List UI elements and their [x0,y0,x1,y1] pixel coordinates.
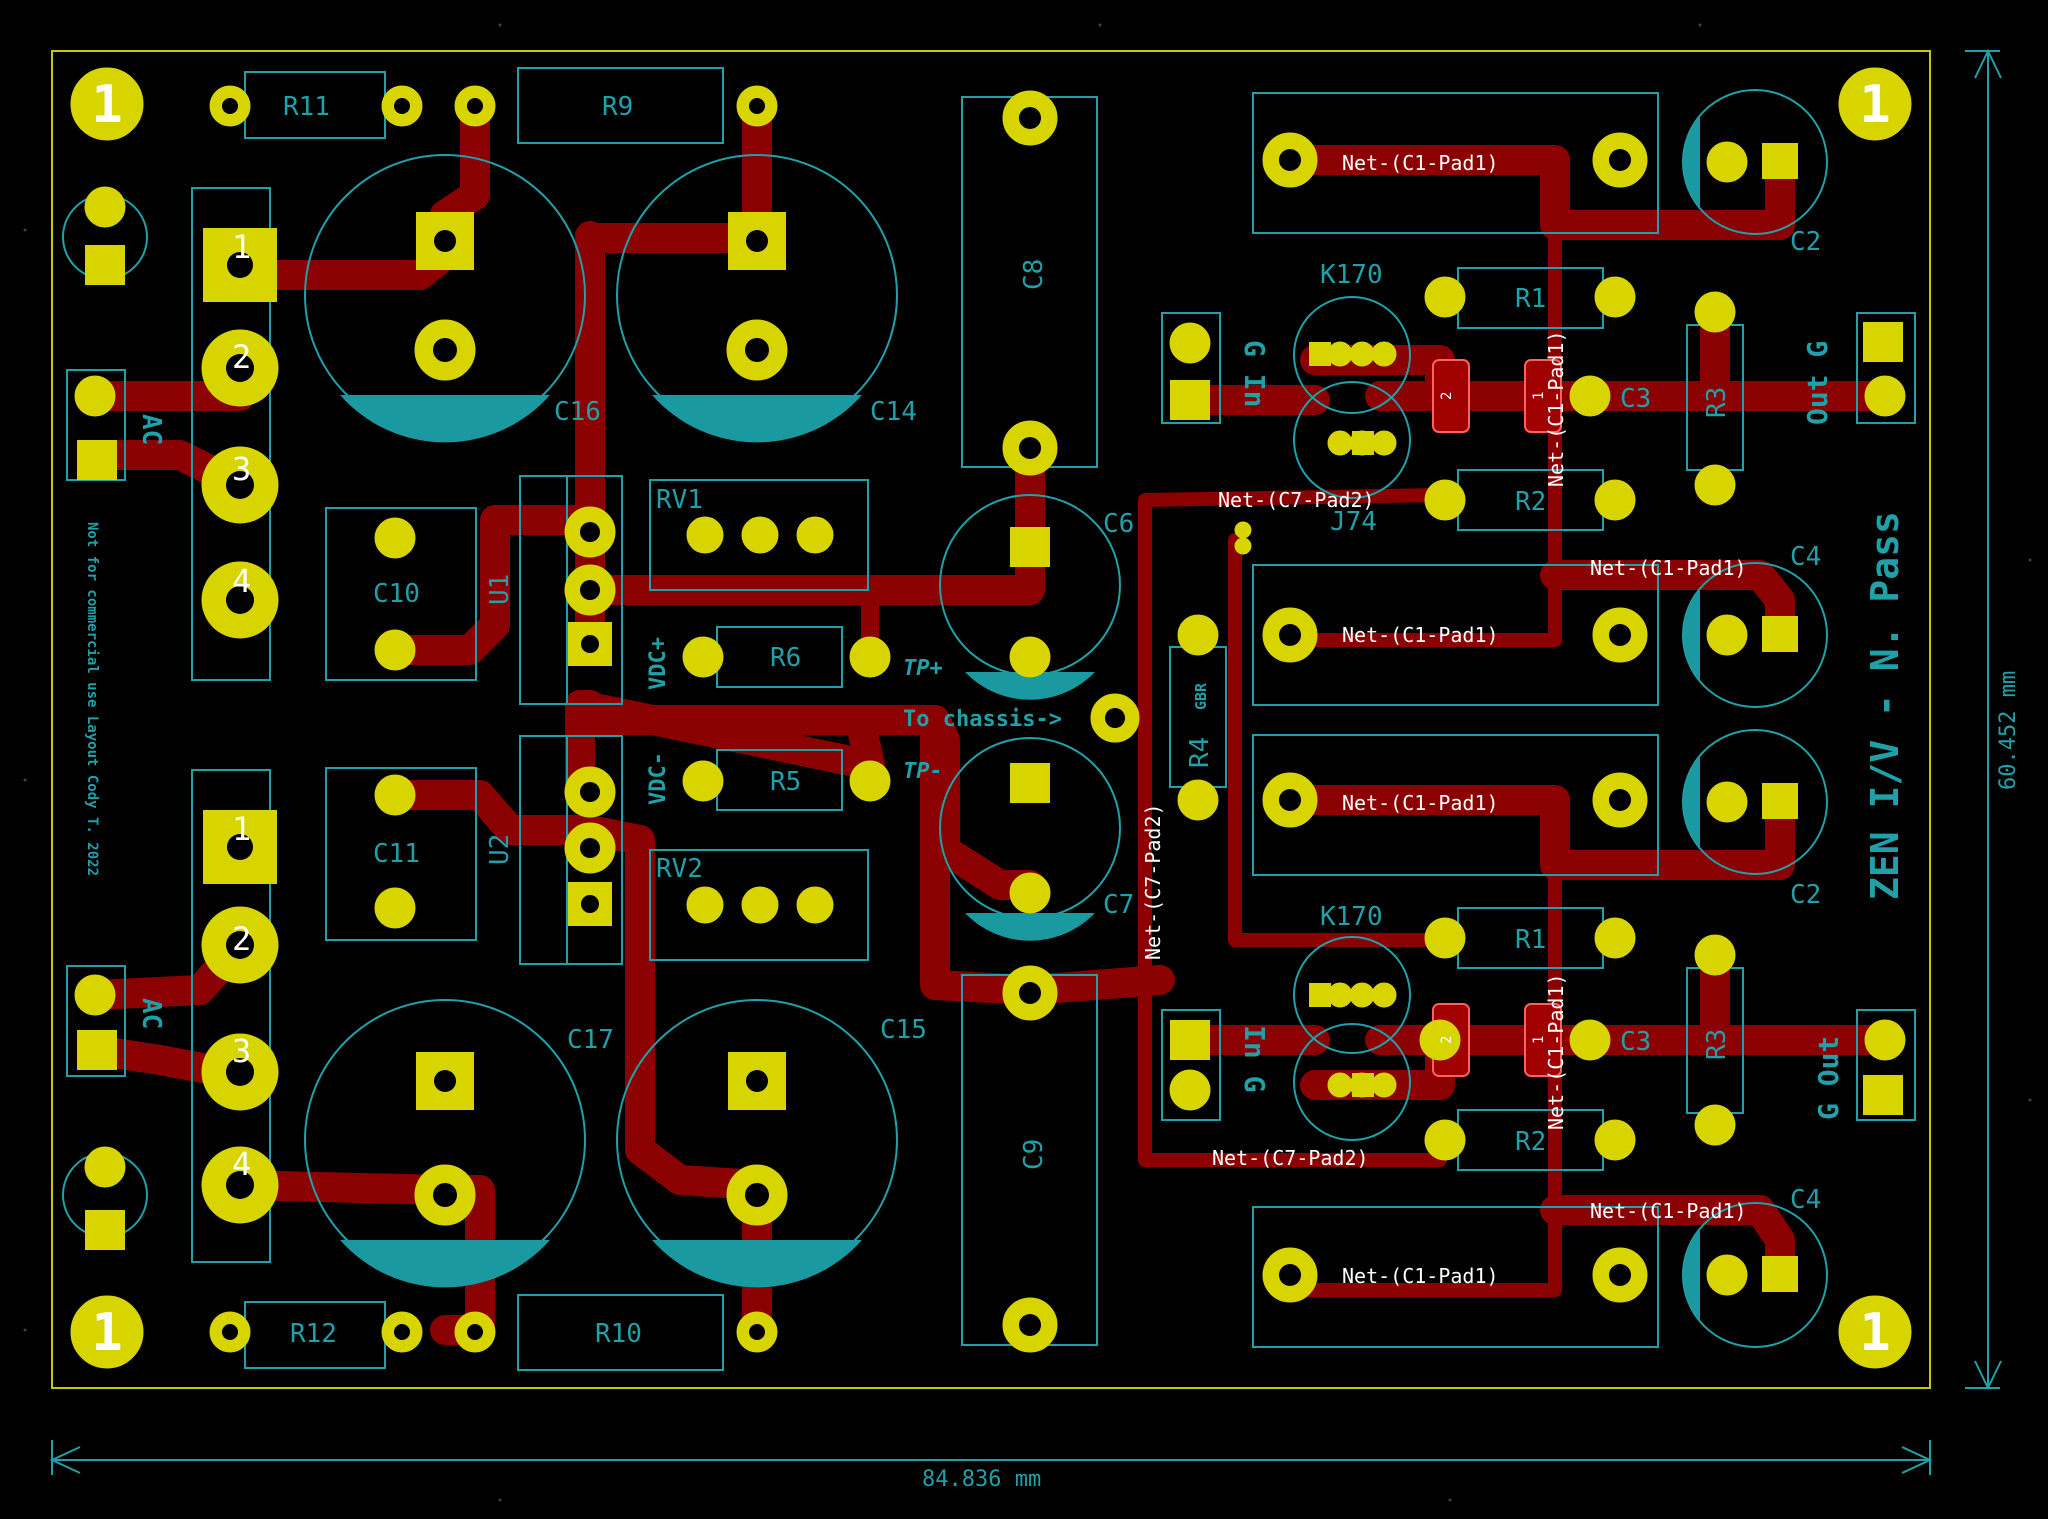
net-d1-bottom: Net-(C1-Pad1) [1544,973,1568,1130]
board-title: ZEN I/V - N. Pass [1863,511,1907,900]
label-c3-bottom: C3 [1620,1027,1651,1057]
mount-label-tr: 1 [1859,75,1890,135]
label-c4-bottom: C4 [1790,1185,1821,1215]
mount-labels: 1 1 1 1 [91,75,1890,1363]
label-r4: R4 [1185,737,1215,768]
label-r2-bottom: R2 [1515,1127,1546,1157]
label-c10: C10 [373,579,420,609]
net-c7-pad2-1: Net-(C7-Pad2) [1218,488,1375,512]
label-c14: C14 [870,397,917,427]
dim-width: 84.836 mm [922,1467,1041,1492]
label-c2-bottom: C2 [1790,880,1821,910]
mounting-holes [70,67,1912,1369]
label-r11: R11 [283,92,330,122]
label-tp-minus: TP- [903,759,943,784]
pin-1-bottom: 1 [232,810,251,848]
label-c6: C6 [1103,509,1134,539]
square-drills [227,230,768,1092]
component-labels: R11 R9 R12 R10 C16 C14 C17 C15 C8 C9 C10… [283,92,1821,1349]
label-r10: R10 [595,1319,642,1349]
label-to-chassis: To chassis-> [903,707,1062,732]
board-edge [51,50,1931,1389]
label-c15: C15 [880,1015,927,1045]
label-gbr: GBR [1192,682,1210,710]
dimension-lines [49,48,2002,1475]
mount-label-bl: 1 [91,1303,122,1363]
label-c4-top: C4 [1790,542,1821,572]
pin-numbers: 1 2 3 4 1 2 3 4 [232,228,251,1183]
label-r1-bottom: R1 [1515,925,1546,955]
board-labels: AC AC VDC+ VDC- TP+ TP- To chassis-> GBR… [84,340,1907,1120]
label-out-g: Out G [1801,341,1834,425]
net-c7-pad2-2: Net-(C7-Pad2) [1212,1146,1369,1170]
label-in-g: In G [1238,1025,1271,1092]
label-r9: R9 [602,92,633,122]
smd-label-2-top: 2 [1439,392,1455,400]
net-c1-pad1-5: Net-(C1-Pad1) [1590,1199,1747,1223]
label-r6: R6 [770,643,801,673]
label-c3-top: C3 [1620,384,1651,414]
label-r12: R12 [290,1319,337,1349]
pin-4-bottom: 4 [232,1145,251,1183]
label-rv1: RV1 [656,485,703,515]
smd-label-1-bottom: 1 [1531,1036,1547,1044]
mount-label-br: 1 [1859,1303,1890,1363]
label-ac-top: AC [136,414,166,445]
label-c8: C8 [1019,259,1049,290]
label-c17: C17 [567,1025,614,1055]
square-pads [77,143,1903,1292]
label-vdc-minus: VDC- [646,752,671,805]
pin-2-top: 2 [232,338,251,376]
drill-holes [222,98,1631,1340]
label-k170-top: K170 [1320,260,1383,290]
net-c1-pad1-4: Net-(C1-Pad1) [1342,791,1499,815]
label-g-in: G In [1238,340,1271,407]
net-c1-pad1-1: Net-(C1-Pad1) [1342,151,1499,175]
grid-dots [23,23,2032,1502]
net-d1-top: Net-(C1-Pad1) [1544,330,1568,487]
net-c1-pad1-3: Net-(C1-Pad1) [1342,623,1499,647]
label-vdc-plus: VDC+ [646,637,671,690]
label-j74-top: J74 [1330,507,1377,537]
label-r1-top: R1 [1515,284,1546,314]
label-u2: U2 [485,834,515,865]
smd-labels: 2 1 2 1 [1439,392,1547,1044]
dim-height: 60.452 mm [1996,671,2021,790]
pad [74,85,1906,1353]
label-g-out: G Out [1812,1036,1845,1120]
dimension-labels: 84.836 mm 60.452 mm [922,671,2021,1492]
label-r2-top: R2 [1515,487,1546,517]
smd-label-1-top: 1 [1531,392,1547,400]
cap-polarity-marks [340,116,1700,1321]
net-c7-pad2-3: Net-(C7-Pad2) [1141,803,1165,960]
board-note: Not for commercial use Layout Cody T. 20… [84,522,100,876]
label-r3-bottom: R3 [1702,1029,1732,1060]
round-pads [70,67,1912,1369]
pin-3-top: 3 [232,450,251,488]
label-k170-bottom: K170 [1320,902,1383,932]
label-rv2: RV2 [656,854,703,884]
label-r5: R5 [770,767,801,797]
net-labels: Net-(C1-Pad1) Net-(C1-Pad1) Net-(C1-Pad1… [1141,151,1747,1288]
label-c16: C16 [554,397,601,427]
label-tp-plus: TP+ [903,656,943,681]
label-ac-bottom: AC [136,998,166,1029]
net-c1-pad1-6: Net-(C1-Pad1) [1342,1264,1499,1288]
label-c9: C9 [1019,1139,1049,1170]
pin-1-top: 1 [232,228,251,266]
label-r3-top: R3 [1702,387,1732,418]
label-c7: C7 [1103,890,1134,920]
pin-2-bottom: 2 [232,920,251,958]
label-c2-top: C2 [1790,227,1821,257]
label-c11: C11 [373,839,420,869]
pin-3-bottom: 3 [232,1032,251,1070]
smd-label-2-bottom: 2 [1439,1036,1455,1044]
mount-label-tl: 1 [91,75,122,135]
net-c1-pad1-2: Net-(C1-Pad1) [1590,556,1747,580]
label-u1: U1 [485,574,515,605]
pin-4-top: 4 [232,562,251,600]
